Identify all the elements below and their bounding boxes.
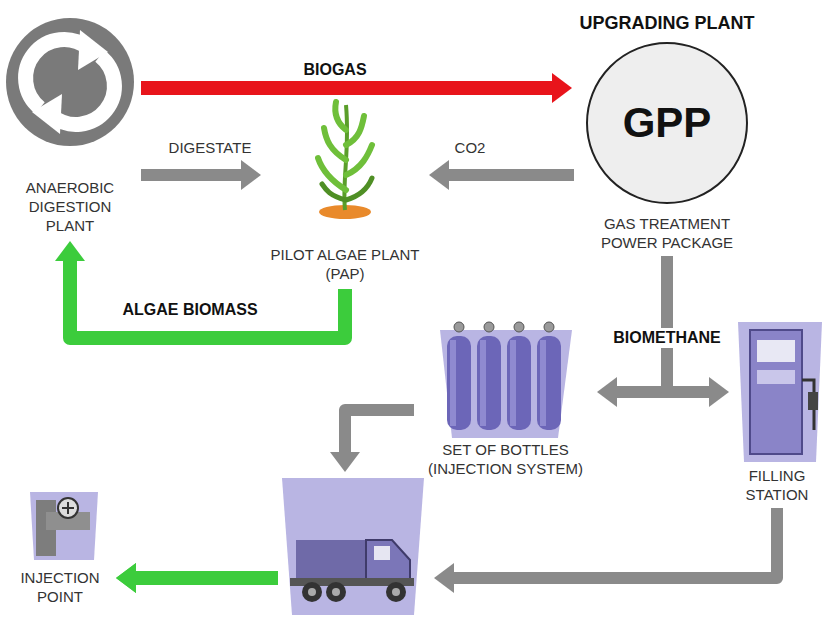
gas-bottles-icon-part bbox=[537, 336, 561, 430]
truck-icon-part bbox=[392, 588, 400, 596]
connector-line bbox=[452, 508, 777, 578]
fuel-pump-icon-part bbox=[750, 330, 802, 454]
connector-line bbox=[141, 81, 554, 95]
gas-bottles-icon-part bbox=[507, 336, 531, 430]
injection-point-icon-part bbox=[58, 498, 78, 518]
truck-icon-part bbox=[282, 478, 424, 615]
truck-icon-part bbox=[326, 582, 346, 602]
gas-bottles-icon-part-part bbox=[544, 322, 554, 332]
recycle-icon-part bbox=[52, 56, 114, 124]
truck-icon-part bbox=[332, 588, 340, 596]
icon-node: PILOT ALGAE PLANT (PAP) bbox=[265, 95, 425, 283]
arrow-head bbox=[55, 241, 85, 261]
flow-arrow bbox=[116, 410, 414, 593]
edge-label: BIOGAS bbox=[299, 60, 370, 80]
connector-line bbox=[70, 259, 345, 338]
injection-point-icon-part bbox=[30, 492, 98, 560]
gas-bottles-icon-part bbox=[477, 336, 501, 430]
gas-bottles-icon-part-part bbox=[450, 340, 456, 426]
algae-plant-icon-part bbox=[318, 102, 372, 190]
truck-icon-part bbox=[296, 540, 366, 578]
node-label: PILOT ALGAE PLANT (PAP) bbox=[265, 245, 425, 283]
connector-line bbox=[667, 256, 711, 392]
connector-line bbox=[615, 256, 667, 392]
arrow-head bbox=[434, 563, 454, 593]
node-label: FILLING STATION bbox=[733, 466, 821, 504]
injection-point-icon bbox=[30, 492, 98, 560]
gas-bottles-icon-part-part bbox=[540, 340, 546, 426]
gas-bottles-icon-part-part bbox=[510, 340, 516, 426]
upgrading-plant-node: UPGRADING PLANT GPP GAS TREATMENT POWER PA… bbox=[578, 12, 756, 252]
edge-label: BIOMETHANE bbox=[609, 328, 725, 348]
recycle-icon-part bbox=[6, 18, 134, 146]
icon-node: INJECTION POINT bbox=[10, 488, 110, 606]
gas-bottles-icon-part bbox=[440, 330, 572, 438]
algae-plant-icon-part bbox=[322, 178, 372, 200]
icon-node: FILLING STATION bbox=[733, 318, 821, 504]
node-title: GPP bbox=[623, 99, 712, 147]
fuel-pump-icon bbox=[738, 322, 822, 462]
arrow-head bbox=[429, 160, 449, 190]
gas-bottles-icon-part-part bbox=[480, 340, 486, 426]
edge-label: DIGESTATE bbox=[165, 138, 256, 158]
gas-bottles-icon-part bbox=[454, 322, 554, 332]
gas-bottles-icon-part-part bbox=[514, 322, 524, 332]
truck-icon-part bbox=[308, 588, 316, 596]
node-label: INJECTION POINT bbox=[10, 568, 110, 606]
gas-bottles-icon-part bbox=[447, 336, 471, 430]
algae-plant-icon bbox=[318, 102, 372, 219]
flow-arrow bbox=[429, 160, 574, 190]
gas-bottles-icon-part-part bbox=[454, 322, 464, 332]
node-heading: UPGRADING PLANT bbox=[580, 12, 755, 34]
arrow-head bbox=[597, 377, 617, 407]
arrow-head bbox=[330, 452, 360, 472]
arrow-head bbox=[241, 160, 261, 190]
recycle-icon bbox=[6, 18, 134, 146]
fuel-pump-icon-part bbox=[738, 322, 822, 462]
node-label: ANAEROBIC DIGESTION PLANT bbox=[5, 178, 135, 235]
recycle-icon-part bbox=[32, 94, 62, 134]
arrow-head bbox=[116, 563, 136, 593]
gas-bottles-icon-part-part bbox=[484, 322, 494, 332]
gas-bottles-icon bbox=[440, 322, 572, 438]
truck-icon-part bbox=[374, 546, 390, 560]
icon-node: SET OF BOTTLES (INJECTION SYSTEM) bbox=[418, 318, 593, 478]
fuel-pump-icon-part bbox=[757, 340, 795, 362]
connector-line bbox=[134, 571, 278, 585]
node-label: SET OF BOTTLES (INJECTION SYSTEM) bbox=[418, 440, 593, 478]
truck-icon-part bbox=[386, 582, 406, 602]
node-label: GAS TREATMENT POWER PACKAGE bbox=[592, 214, 742, 252]
flow-arrow bbox=[141, 160, 261, 190]
truck-icon bbox=[282, 478, 424, 615]
gpp-circle: GPP bbox=[586, 42, 748, 204]
gas-bottles-icon-part bbox=[450, 340, 546, 426]
connector-line bbox=[345, 410, 414, 454]
edge-label: ALGAE BIOMASS bbox=[118, 300, 261, 320]
injection-point-icon-part bbox=[62, 502, 74, 514]
fuel-pump-icon-part bbox=[808, 392, 818, 410]
flow-arrow bbox=[116, 508, 777, 593]
arrow-head bbox=[552, 73, 572, 103]
edge-label: CO2 bbox=[451, 138, 490, 158]
connector-line bbox=[447, 169, 574, 181]
arrow-head bbox=[116, 563, 136, 593]
truck-icon-part bbox=[302, 582, 322, 602]
connector-line bbox=[134, 571, 278, 585]
icon-node: ANAEROBIC DIGESTION PLANT bbox=[5, 10, 135, 235]
arrow-head bbox=[709, 377, 729, 407]
fuel-pump-icon-part bbox=[757, 370, 795, 384]
truck-icon-part bbox=[366, 540, 410, 580]
connector-line bbox=[141, 169, 243, 181]
